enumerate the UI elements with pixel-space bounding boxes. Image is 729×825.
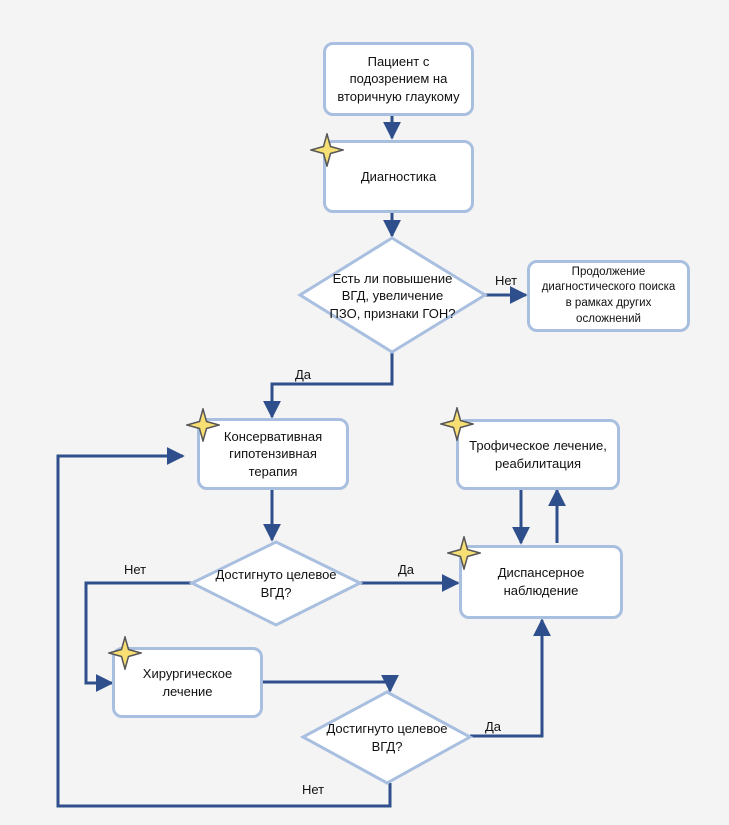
edge-label-yes-dispensary-2: Да [485,719,502,734]
four-point-star-icon [108,636,142,670]
connector-decision1-no-to-surgery [84,581,192,692]
edge-label-no-loop: Нет [302,782,325,797]
decision-iop-label: Есть ли повышение ВГД, увеличение ПЗО, п… [329,270,456,321]
surgical-treatment-node: Хирургическое лечение [112,647,263,718]
four-point-star-icon [310,133,344,167]
connector-decision2-no-to-therapy [56,447,392,808]
start-node-label: Пациент с подозрением на вторичную глаук… [337,53,460,104]
continue-search-node: Продолжение диагностического поиска в ра… [527,260,690,332]
continue-search-label: Продолжение диагностического поиска в ра… [541,265,676,325]
dispensary-label: Диспансерное наблюдение [497,565,585,598]
dispensary-node: Диспансерное наблюдение [459,545,623,619]
conservative-therapy-node: Консервативная гипотензивная терапия [197,418,349,490]
diagnostics-node-label: Диагностика [360,168,437,184]
trophic-treatment-label: Трофическое лечение, реабилитация [469,437,607,471]
decision-target-1-text: Достигнуто целевое ВГД? [214,566,338,602]
decision-target-1-diamond [188,540,364,627]
decision-target-1-label: Достигнуто целевое ВГД? [215,567,337,600]
edge-label-yes-therapy: Да [295,367,312,382]
diagnostics-node: Диагностика [323,140,474,213]
connector-surgery-to-decision2 [262,674,399,693]
decision-iop-text: Есть ли повышение ВГД, увеличение ПЗО, п… [325,268,460,324]
four-point-star-icon [186,408,220,442]
start-node: Пациент с подозрением на вторичную глаук… [323,42,474,116]
connector-decision2-yes-to-dispensary [470,618,551,738]
four-point-star-icon [447,536,481,570]
edge-label-no-search: Нет [495,273,518,288]
conservative-therapy-label: Консервативная гипотензивная терапия [223,428,323,479]
surgical-treatment-label: Хирургическое лечение [142,665,233,699]
four-point-star-icon [440,407,474,441]
decision-target-2-label: Достигнуто целевое ВГД? [326,721,448,754]
decision-iop-diamond [297,236,488,354]
trophic-treatment-node: Трофическое лечение, реабилитация [456,419,620,490]
decision-target-2-text: Достигнуто целевое ВГД? [325,720,449,756]
connector-decision-yes-to-therapy [263,352,394,419]
decision-target-2-diamond [299,690,474,785]
edge-label-no-surgery: Нет [124,562,147,577]
edge-label-yes-dispensary-1: Да [398,562,415,577]
